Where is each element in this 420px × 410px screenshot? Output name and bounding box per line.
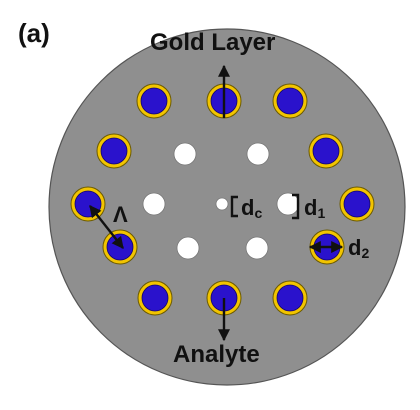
pitch-label: Λ [113, 202, 128, 227]
d2-label: d2 [348, 235, 369, 261]
analyte-channel [106, 233, 134, 261]
analyte-channel [140, 87, 168, 115]
air-hole [173, 142, 197, 166]
d1-label: d1 [304, 195, 325, 221]
air-hole [176, 236, 200, 260]
central-air-hole [215, 197, 229, 211]
air-hole [245, 236, 269, 260]
gold-layer-label: Gold Layer [150, 29, 275, 56]
analyte-channel [100, 137, 128, 165]
analyte-channel [141, 284, 169, 312]
air-hole [142, 192, 166, 216]
gold-coated-channels [70, 83, 375, 316]
pitch-arrow [89, 205, 124, 249]
air-hole [276, 192, 300, 216]
analyte-channel [343, 190, 371, 218]
panel-label: (a) [18, 18, 50, 48]
analyte-channel [312, 137, 340, 165]
dc-bracket [230, 195, 238, 218]
analyte-channel [276, 284, 304, 312]
air-hole [246, 142, 270, 166]
analyte-label: Analyte [173, 341, 260, 368]
dc-label: dc [241, 195, 262, 221]
d1-bracket [292, 193, 300, 220]
analyte-channel [276, 87, 304, 115]
air-holes [142, 142, 300, 260]
